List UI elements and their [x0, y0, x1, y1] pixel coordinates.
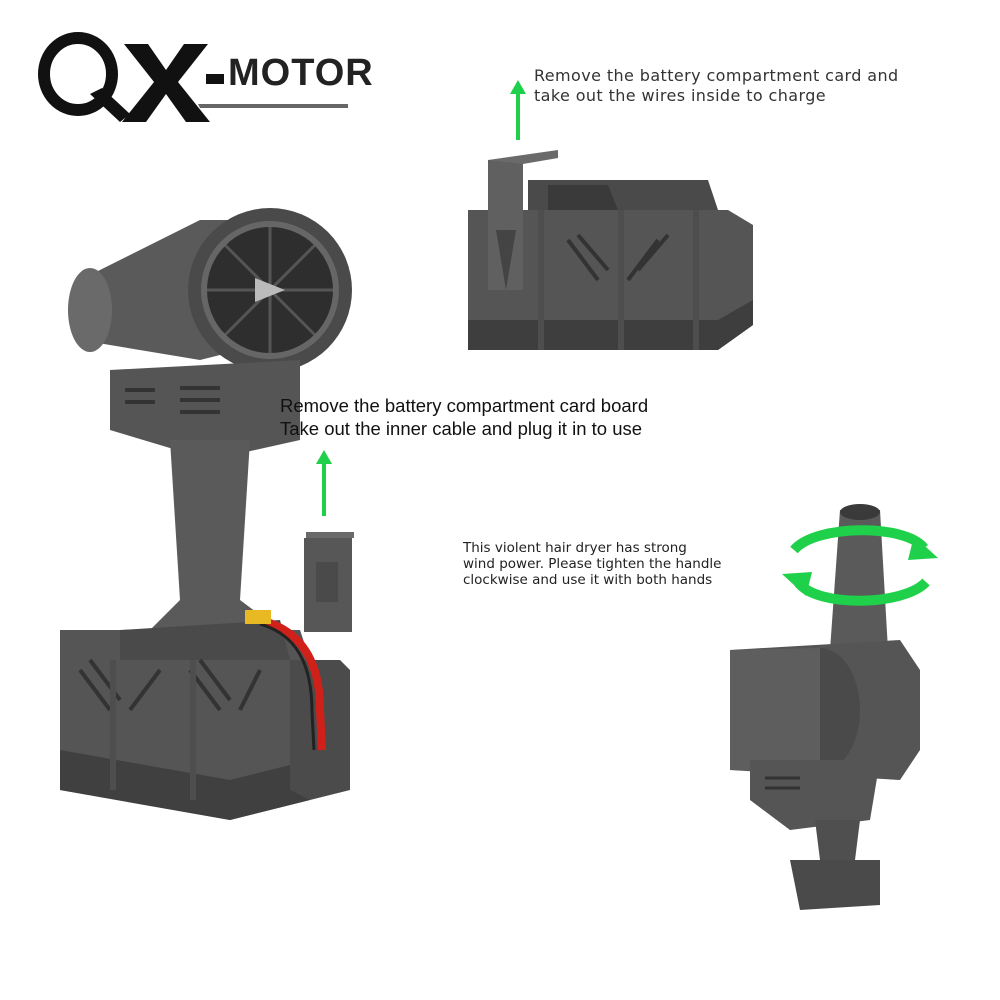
up-arrow-icon	[510, 80, 526, 140]
logo-motor-text: MOTOR	[228, 52, 374, 94]
instruction-tighten-caption: This violent hair dryer has strong wind …	[463, 540, 793, 589]
instruction-plug-caption: Remove the battery compartment card boar…	[280, 394, 740, 440]
instruction-plug-line2: Take out the inner cable and plug it in …	[280, 418, 643, 440]
instruction-tighten-line2: wind power. Please tighten the handle	[463, 556, 722, 573]
instruction-charge-line2: take out the wires inside to charge	[534, 86, 826, 105]
battery-card-board-image	[276, 532, 354, 632]
qx-motor-logo: MOTOR	[38, 32, 373, 122]
instruction-charge-caption: Remove the battery compartment card and …	[534, 66, 974, 106]
hair-dryer-main-image	[60, 208, 352, 820]
logo-underline	[198, 104, 348, 108]
battery-box-image	[468, 150, 753, 350]
hair-dryer-side-image	[730, 504, 920, 910]
instruction-tighten-line3: clockwise and use it with both hands	[463, 572, 713, 589]
instruction-plug-line1: Remove the battery compartment card boar…	[280, 395, 649, 416]
up-arrow-icon	[316, 450, 332, 516]
logo-qx-mark	[38, 32, 224, 122]
instruction-tighten-line1: This violent hair dryer has strong	[463, 540, 687, 556]
instruction-charge-line1: Remove the battery compartment card and	[534, 66, 899, 85]
rotate-clockwise-icon	[782, 525, 938, 606]
